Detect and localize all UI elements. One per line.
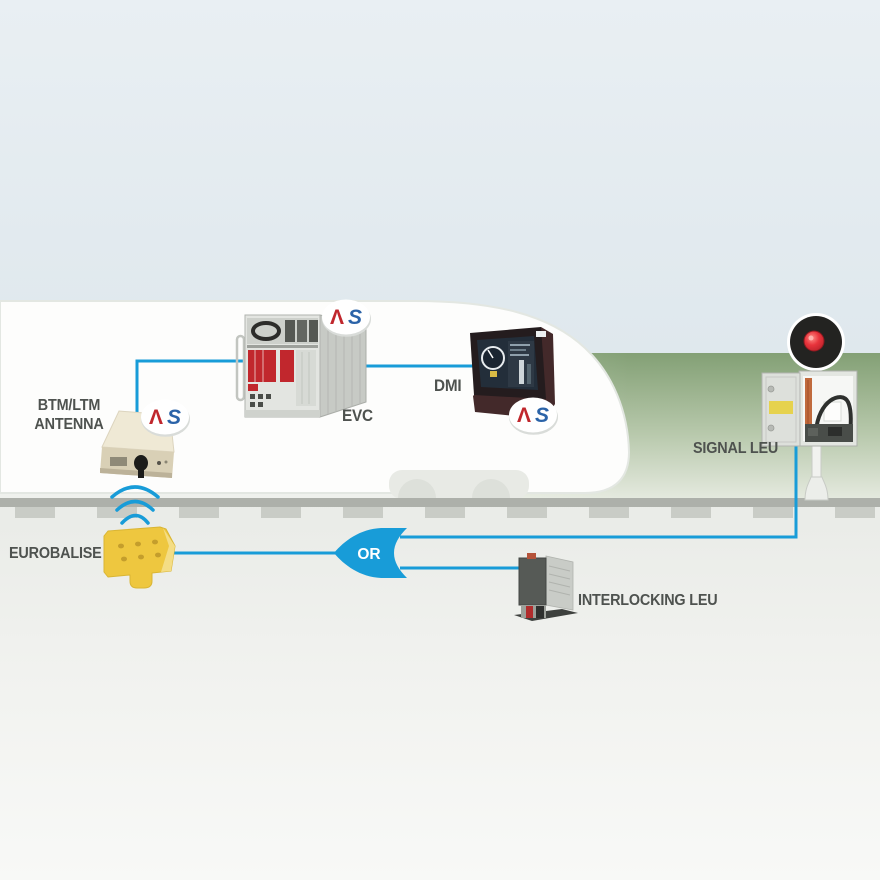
signal-pole-base [804, 476, 829, 501]
eurobalise-label: EUROBALISE [9, 545, 102, 562]
as-logo-a-glyph: Λ [149, 406, 163, 429]
antenna-label-line2: ANTENNA [34, 416, 104, 433]
dmi-label: DMI [434, 376, 462, 395]
or-gate-label: OR [357, 546, 380, 563]
as-logo-a-glyph: Λ [330, 306, 344, 329]
or-gate-shape [334, 528, 407, 578]
as-logo-s-glyph: S [167, 406, 181, 429]
track-sleepers [0, 507, 880, 518]
connection-line-signal-or [400, 438, 798, 539]
track-rail [0, 498, 880, 507]
as-logo-s-glyph: S [535, 404, 549, 427]
as-logo: Λ S [509, 397, 558, 435]
sky-background [0, 0, 880, 353]
as-logo: Λ S [141, 399, 190, 437]
as-logo-s-glyph: S [348, 306, 362, 329]
wifi-waves-icon [110, 485, 160, 525]
as-logo-a-glyph: Λ [517, 404, 531, 427]
or-gate: OR [334, 528, 407, 578]
connection-line-antenna-evc [135, 359, 262, 412]
as-logo: Λ S [322, 299, 371, 337]
evc-image [235, 314, 367, 418]
evc-label: EVC [342, 406, 373, 425]
interlocking-leu-label: INTERLOCKING LEU [578, 592, 718, 609]
antenna-label-line1: BTM/LTM [37, 397, 101, 414]
interlocking-leu-image [514, 553, 578, 621]
signal-lamp-red [803, 330, 825, 352]
signal-cabinet [761, 370, 858, 447]
train-wheel [398, 479, 436, 498]
dmi-image [470, 327, 555, 419]
eurobalise-image [103, 526, 176, 589]
signal-leu-label: SIGNAL LEU [693, 440, 779, 457]
antenna-label: BTM/LTM ANTENNA [14, 396, 124, 434]
train-wheel [472, 479, 510, 498]
